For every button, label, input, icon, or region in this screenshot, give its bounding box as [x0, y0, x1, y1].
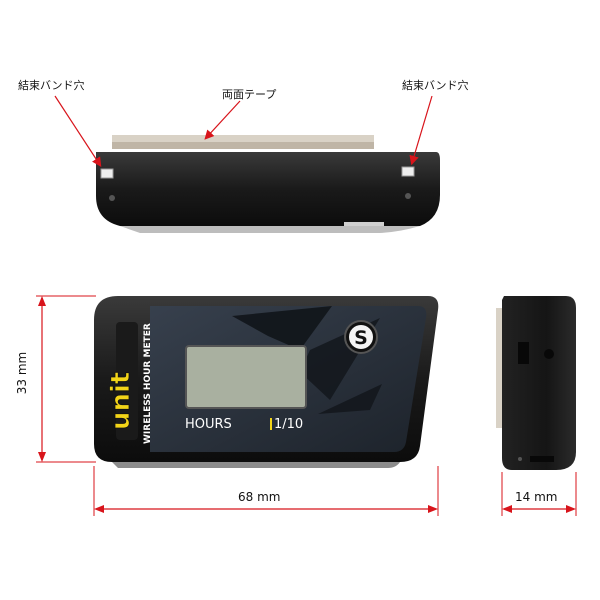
- leader-band-hole-left: [54, 95, 102, 168]
- front-view: [94, 296, 439, 468]
- dimension-height: [36, 295, 96, 463]
- dimension-depth: [501, 472, 577, 516]
- band-hole-label-right: 結束バンド穴: [402, 79, 469, 92]
- device-body-top: [96, 152, 440, 226]
- device-body-side: [502, 296, 576, 470]
- hours-label: HOURS: [185, 417, 232, 432]
- leader-band-hole-right: [409, 95, 433, 166]
- side-view: [496, 296, 576, 470]
- dimension-width-label: 68 mm: [238, 490, 281, 504]
- dimension-height-label: 33 mm: [15, 351, 29, 395]
- band-hole-left: [100, 168, 114, 179]
- band-hole-right: [401, 166, 415, 177]
- s-button-face[interactable]: [349, 325, 373, 349]
- brand-logo: unit: [106, 372, 136, 430]
- dimension-width: [93, 466, 439, 516]
- band-hole-label-left: 結束バンド穴: [18, 79, 85, 92]
- top-view: [96, 135, 440, 233]
- dimension-depth-label: 14 mm: [515, 490, 558, 504]
- side-band-hole: [518, 342, 529, 364]
- resolution-label: 1/10: [274, 417, 303, 432]
- s-button-label: S: [354, 327, 368, 349]
- model-text: WIRELESS HOUR METER: [143, 323, 153, 444]
- double-tape-label: 両面テープ: [222, 88, 277, 101]
- lcd-display: [185, 345, 307, 409]
- leader-double-tape: [204, 100, 241, 140]
